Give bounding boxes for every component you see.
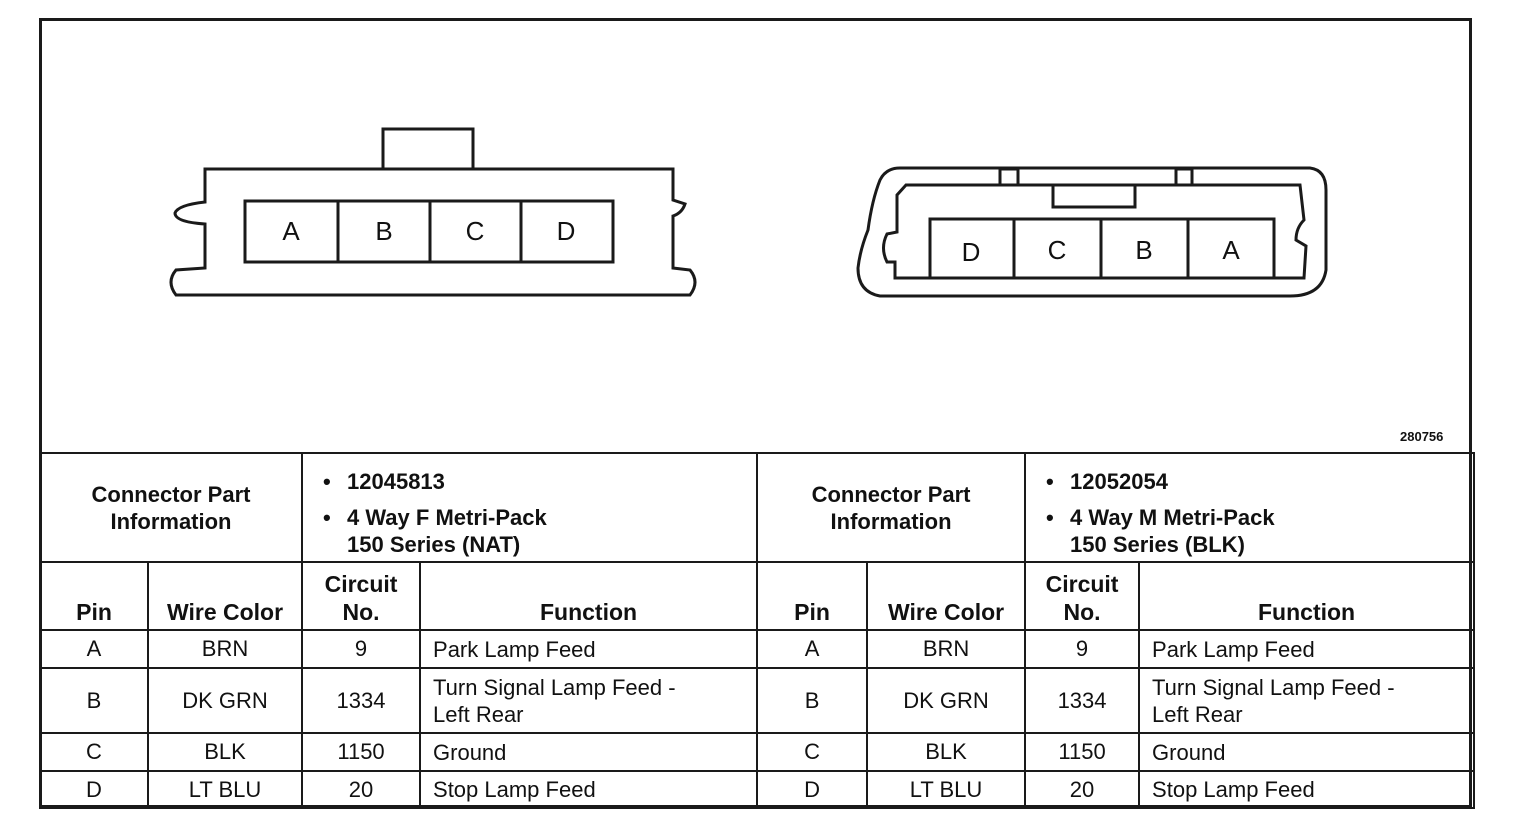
female-pin-label: C xyxy=(466,216,485,246)
wire-color-cell: DK GRN xyxy=(146,667,304,734)
connector-info-row: Connector Part Information •12045813 •4 … xyxy=(38,452,1476,563)
table-row: B DK GRN 1334 Turn Signal Lamp Feed -Lef… xyxy=(39,667,1476,734)
female-pin-label: D xyxy=(557,216,576,246)
circuit-cell: 9 xyxy=(1024,629,1141,669)
figure-number: 280756 xyxy=(1400,429,1444,444)
function-cell: Ground xyxy=(419,732,759,772)
connector-diagram: A B C D D C B A xyxy=(169,127,1328,298)
pin-cell: A xyxy=(39,629,149,669)
male-pin-label: A xyxy=(1222,235,1240,265)
connector-part-info: •12052054 •4 Way M Metri-Pack 150 Series… xyxy=(1024,452,1476,563)
header-wire-color: Wire Color xyxy=(866,561,1027,631)
male-connector-inner xyxy=(882,183,1308,280)
circuit-cell: 1150 xyxy=(1024,732,1141,772)
header-pin: Pin xyxy=(756,561,869,631)
function-cell: Ground xyxy=(1138,732,1476,772)
male-connector xyxy=(856,166,1328,298)
pin-cell: C xyxy=(39,732,149,772)
female-pin-label: A xyxy=(282,216,300,246)
circuit-cell: 1334 xyxy=(1024,667,1141,734)
wire-color-cell: LT BLU xyxy=(866,770,1027,809)
female-pin-labels: A B C D xyxy=(282,216,575,246)
header-pin: Pin xyxy=(39,561,149,631)
male-connector-rib xyxy=(998,167,1020,187)
function-cell: Turn Signal Lamp Feed -Left Rear xyxy=(419,667,759,734)
male-connector-key xyxy=(1051,183,1137,209)
male-pin-label: B xyxy=(1135,235,1152,265)
wire-color-cell: BLK xyxy=(866,732,1027,772)
header-wire-color: Wire Color xyxy=(146,561,304,631)
function-cell: Park Lamp Feed xyxy=(419,629,759,669)
pin-cell: B xyxy=(756,667,869,734)
wire-color-cell: BLK xyxy=(146,732,304,772)
circuit-cell: 1150 xyxy=(301,732,422,772)
connector-series: 150 Series (BLK) xyxy=(1070,532,1245,557)
female-connector-latch xyxy=(381,127,475,171)
circuit-cell: 1334 xyxy=(301,667,422,734)
male-pin-labels: D C B A xyxy=(962,235,1241,267)
female-connector-body xyxy=(169,167,697,297)
table-row: A BRN 9 Park Lamp Feed A BRN 9 Park Lamp… xyxy=(39,629,1476,669)
wire-color-cell: BRN xyxy=(866,629,1027,669)
pin-cell: C xyxy=(756,732,869,772)
function-cell: Stop Lamp Feed xyxy=(419,770,759,809)
pin-cell: B xyxy=(39,667,149,734)
connector-part-info: •12045813 •4 Way F Metri-Pack 150 Series… xyxy=(301,452,759,563)
circuit-cell: 20 xyxy=(301,770,422,809)
pin-cell: A xyxy=(756,629,869,669)
connector-info-label: Connector Part Information xyxy=(38,452,304,563)
connector-series: 150 Series (NAT) xyxy=(347,532,521,557)
header-function: Function xyxy=(419,561,759,631)
male-pin-label: C xyxy=(1048,235,1067,265)
part-number: 12045813 xyxy=(347,469,445,494)
table-row: D LT BLU 20 Stop Lamp Feed D LT BLU 20 S… xyxy=(39,770,1476,809)
male-connector-rib xyxy=(1174,167,1194,187)
function-cell: Turn Signal Lamp Feed -Left Rear xyxy=(1138,667,1476,734)
pin-cell: D xyxy=(756,770,869,809)
male-pin-label: D xyxy=(962,237,981,267)
part-number: 12052054 xyxy=(1070,469,1168,494)
pin-cell: D xyxy=(39,770,149,809)
wire-color-cell: BRN xyxy=(146,629,304,669)
connector-pinout-table: Connector Part Information •12045813 •4 … xyxy=(38,452,1476,809)
circuit-cell: 9 xyxy=(301,629,422,669)
function-cell: Stop Lamp Feed xyxy=(1138,770,1476,809)
female-connector xyxy=(169,127,697,297)
function-cell: Park Lamp Feed xyxy=(1138,629,1476,669)
connector-info-label: Connector Part Information xyxy=(756,452,1027,563)
header-function: Function xyxy=(1138,561,1476,631)
table-row: C BLK 1150 Ground C BLK 1150 Ground xyxy=(39,732,1476,772)
wire-color-cell: DK GRN xyxy=(866,667,1027,734)
male-connector-shell xyxy=(856,166,1328,298)
female-pin-label: B xyxy=(375,216,392,246)
connector-type: 4 Way F Metri-Pack xyxy=(347,505,547,530)
connector-info-label-text: Connector Part Information xyxy=(91,481,251,534)
circuit-cell: 20 xyxy=(1024,770,1141,809)
wire-color-cell: LT BLU xyxy=(146,770,304,809)
connector-type: 4 Way M Metri-Pack xyxy=(1070,505,1275,530)
connector-info-label-text: Connector Part Information xyxy=(811,481,971,534)
